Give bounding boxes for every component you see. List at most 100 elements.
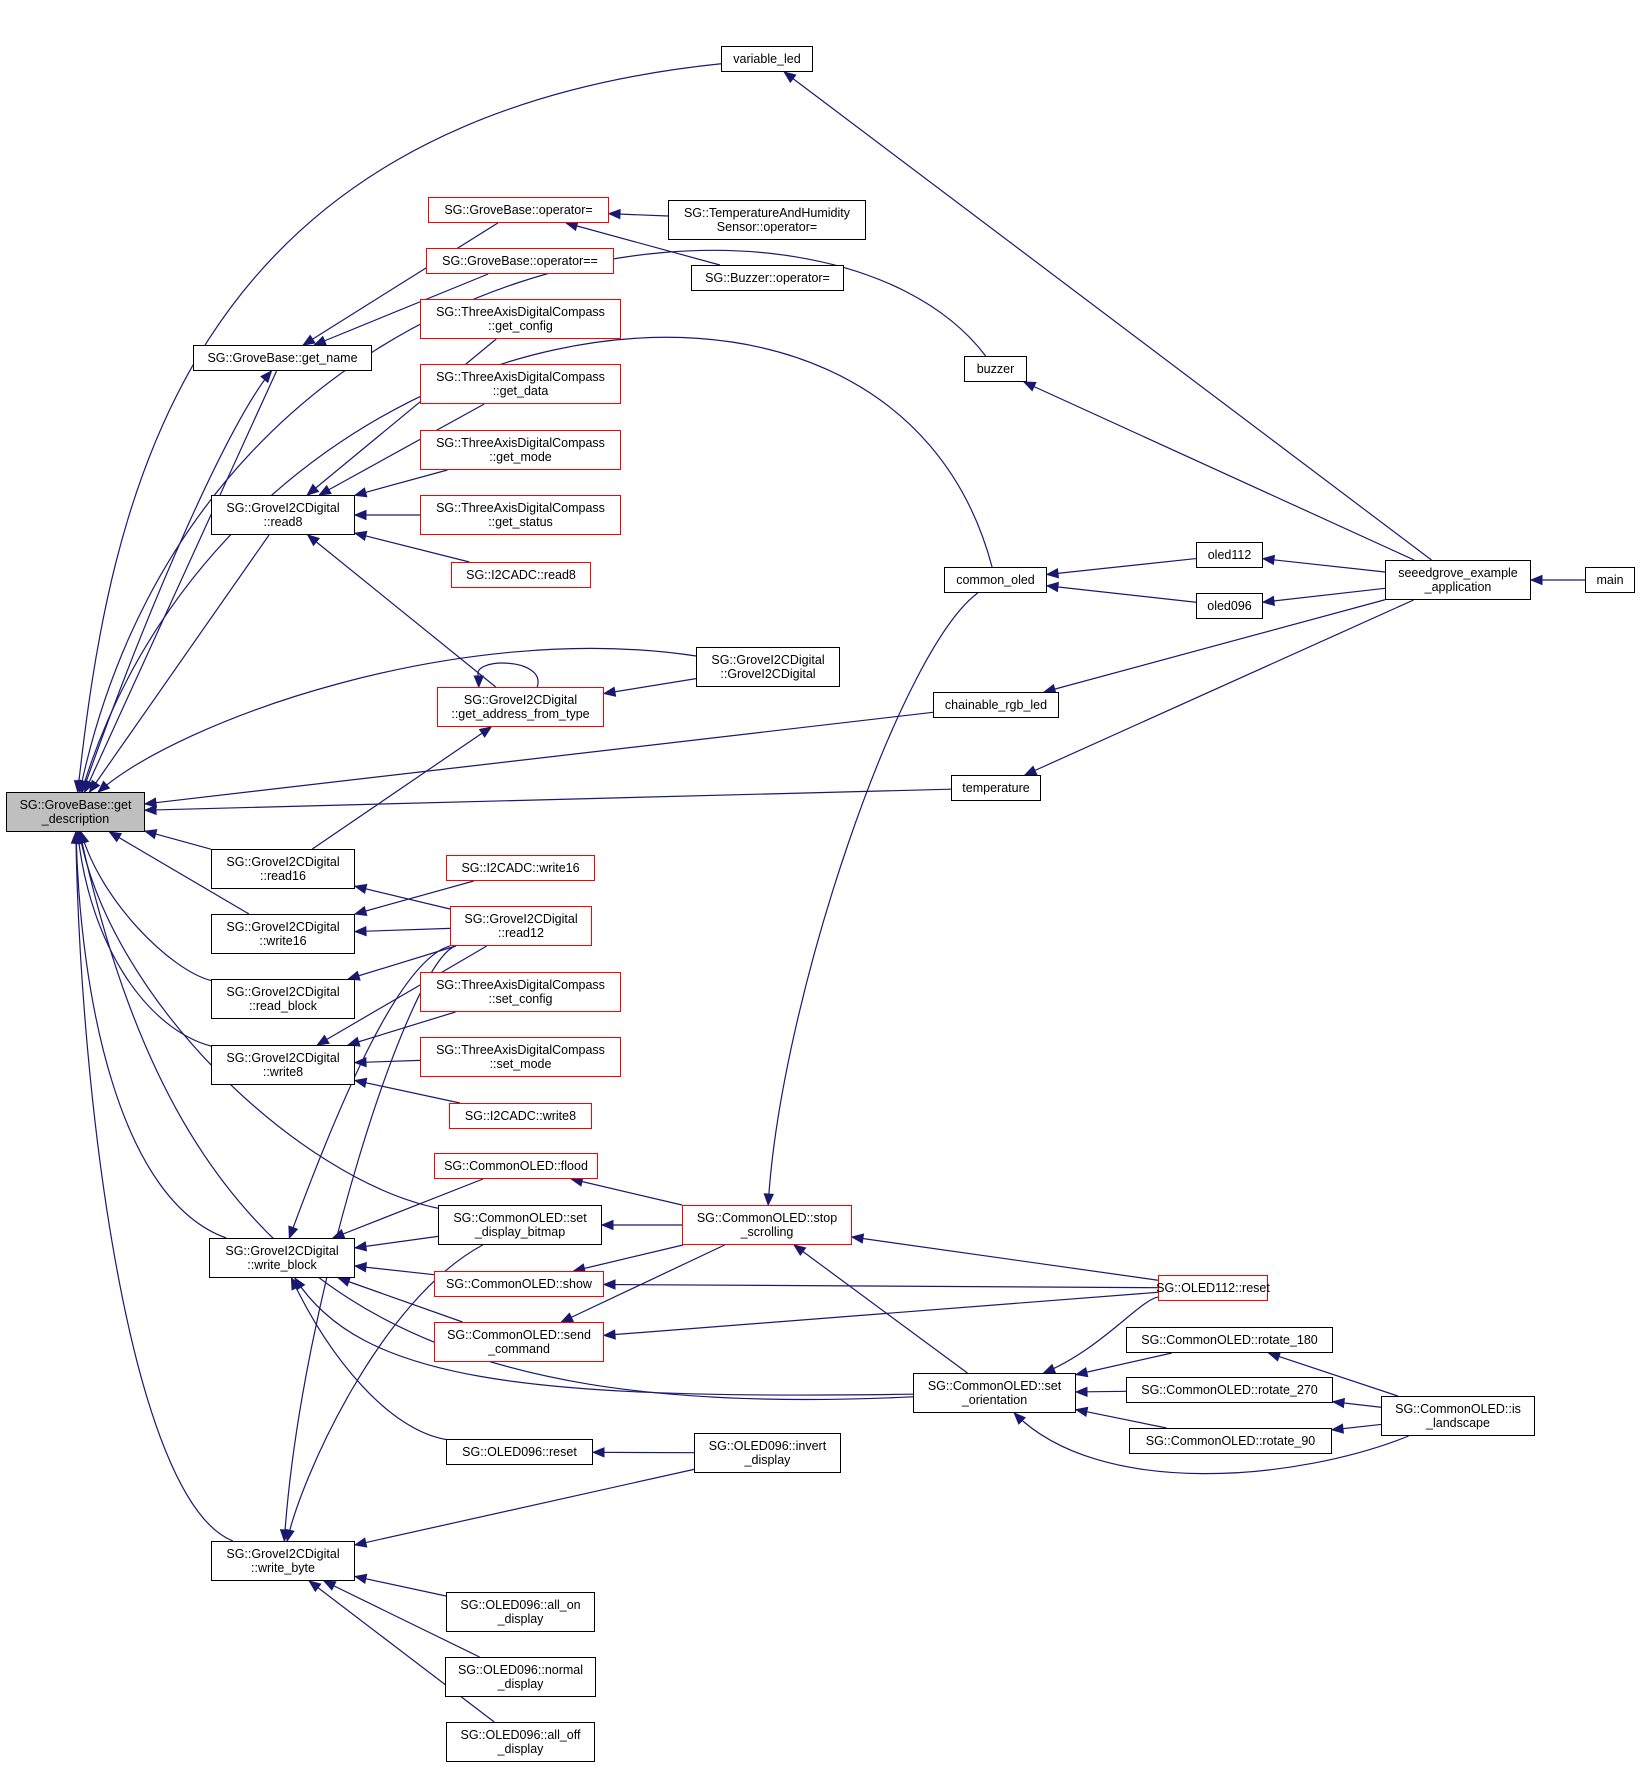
edge-line <box>75 831 227 1239</box>
edge-line <box>80 336 993 793</box>
arrowhead-icon <box>306 534 320 547</box>
node-label: SG::CommonOLED::rotate_270 <box>1141 1383 1318 1397</box>
graph-node-write-block[interactable]: SG::GroveI2CDigital ::write_block <box>209 1238 355 1278</box>
edge-line <box>354 1235 439 1249</box>
graph-node-main[interactable]: main <box>1585 567 1635 593</box>
graph-node-gb-op-eq[interactable]: SG::GroveBase::operator== <box>426 248 614 274</box>
graph-edge-invert-display-to-oled096-reset <box>591 1447 695 1458</box>
graph-node-get-description[interactable]: SG::GroveBase::get _description <box>6 792 145 832</box>
graph-edge-th-op-assign-to-gb-op-assign <box>607 208 669 220</box>
graph-node-all-off-display[interactable]: SG::OLED096::all_off _display <box>446 1722 595 1762</box>
node-label: SG::OLED112::reset <box>1156 1281 1270 1295</box>
graph-edge-oled096-reset-to-write-block <box>290 1276 447 1441</box>
edge-line <box>477 662 539 688</box>
graph-node-oled112[interactable]: oled112 <box>1196 542 1263 568</box>
arrowhead-icon <box>1042 1363 1057 1374</box>
graph-node-common-oled[interactable]: common_oled <box>944 567 1047 593</box>
edge-line <box>1046 585 1197 603</box>
edge-line <box>347 1011 456 1046</box>
graph-node-get-name[interactable]: SG::GroveBase::get_name <box>193 345 372 371</box>
graph-node-write16[interactable]: SG::GroveI2CDigital ::write16 <box>211 914 355 954</box>
graph-node-normal-display[interactable]: SG::OLED096::normal _display <box>445 1657 596 1697</box>
graph-node-gi2c-ctor[interactable]: SG::GroveI2CDigital ::GroveI2CDigital <box>696 647 840 687</box>
graph-node-chainable-rgb-led[interactable]: chainable_rgb_led <box>933 692 1059 718</box>
graph-node-buzzer-op-assign[interactable]: SG::Buzzer::operator= <box>691 265 844 291</box>
graph-node-all-on-display[interactable]: SG::OLED096::all_on _display <box>446 1592 595 1632</box>
graph-node-set-display-bitmap[interactable]: SG::CommonOLED::set _display_bitmap <box>438 1205 602 1245</box>
graph-node-variable-led[interactable]: variable_led <box>721 46 813 72</box>
graph-node-read8[interactable]: SG::GroveI2CDigital ::read8 <box>211 495 355 535</box>
edge-line <box>323 1580 480 1658</box>
graph-node-buzzer[interactable]: buzzer <box>964 356 1027 382</box>
graph-node-th-op-assign[interactable]: SG::TemperatureAndHumidity Sensor::opera… <box>668 200 866 240</box>
graph-node-read12[interactable]: SG::GroveI2CDigital ::read12 <box>450 906 592 946</box>
graph-node-write8[interactable]: SG::GroveI2CDigital ::write8 <box>211 1045 355 1085</box>
node-label: SG::CommonOLED::stop _scrolling <box>696 1211 838 1239</box>
graph-edge-stop-scrolling-to-send-command <box>560 1244 725 1323</box>
arrowhead-icon <box>1045 581 1060 593</box>
graph-node-oled112-reset[interactable]: SG::OLED112::reset <box>1156 1275 1270 1301</box>
node-label: oled112 <box>1207 548 1252 562</box>
edge-line <box>573 1244 684 1272</box>
edge-line <box>1024 599 1414 776</box>
edge-line <box>354 1079 461 1104</box>
graph-node-rotate-270[interactable]: SG::CommonOLED::rotate_270 <box>1126 1377 1333 1403</box>
graph-node-read16[interactable]: SG::GroveI2CDigital ::read16 <box>211 849 355 889</box>
arrowhead-icon <box>353 1573 368 1585</box>
graph-node-gb-op-assign[interactable]: SG::GroveBase::operator= <box>428 197 609 223</box>
graph-node-is-landscape[interactable]: SG::CommonOLED::is _landscape <box>1381 1396 1535 1436</box>
arrowhead-icon <box>316 1034 330 1046</box>
graph-node-i2cadc-read8[interactable]: SG::I2CADC::read8 <box>451 562 591 588</box>
arrowhead-icon <box>1261 554 1276 566</box>
node-label: SG::GroveBase::get _description <box>19 798 132 826</box>
graph-node-oled096[interactable]: oled096 <box>1196 593 1263 619</box>
graph-edge-rotate-180-to-set-orientation <box>1074 1352 1172 1378</box>
graph-edge-read-block-to-get-description <box>79 830 212 982</box>
node-label: SG::OLED096::invert _display <box>708 1439 827 1467</box>
edge-line <box>332 1178 484 1239</box>
node-label: common_oled <box>956 573 1035 587</box>
graph-node-write-byte[interactable]: SG::GroveI2CDigital ::write_byte <box>211 1541 355 1581</box>
arrowhead-icon <box>600 1219 614 1231</box>
graph-node-temperature[interactable]: temperature <box>951 775 1041 801</box>
graph-node-tadc-get-mode[interactable]: SG::ThreeAxisDigitalCompass ::get_mode <box>420 430 621 470</box>
arrowhead-icon <box>1022 381 1037 392</box>
graph-node-get-address-from-type[interactable]: SG::GroveI2CDigital ::get_address_from_t… <box>437 687 604 727</box>
node-label: SG::CommonOLED::set _orientation <box>927 1379 1062 1407</box>
graph-node-tadc-set-mode[interactable]: SG::ThreeAxisDigitalCompass ::set_mode <box>420 1037 621 1077</box>
graph-node-i2cadc-write16[interactable]: SG::I2CADC::write16 <box>446 855 595 881</box>
graph-edge-read12-to-write-block <box>288 945 451 1240</box>
graph-node-show[interactable]: SG::CommonOLED::show <box>434 1271 604 1297</box>
node-label: SG::GroveI2CDigital ::get_address_from_t… <box>451 693 590 721</box>
graph-node-invert-display[interactable]: SG::OLED096::invert _display <box>694 1433 841 1473</box>
graph-node-stop-scrolling[interactable]: SG::CommonOLED::stop _scrolling <box>682 1205 852 1245</box>
graph-node-tadc-get-data[interactable]: SG::ThreeAxisDigitalCompass ::get_data <box>420 364 621 404</box>
arrowhead-icon <box>353 530 368 542</box>
graph-node-oled096-reset[interactable]: SG::OLED096::reset <box>446 1439 593 1465</box>
arrowhead-icon <box>353 1537 368 1548</box>
graph-node-seeedgrove-app[interactable]: seeedgrove_example _application <box>1385 560 1531 600</box>
graph-node-rotate-90[interactable]: SG::CommonOLED::rotate_90 <box>1129 1428 1332 1454</box>
edge-line <box>338 1277 463 1323</box>
graph-node-send-command[interactable]: SG::CommonOLED::send _command <box>434 1322 604 1362</box>
arrowhead-icon <box>1331 1397 1346 1409</box>
arrowhead-icon <box>318 484 332 496</box>
edge-line <box>302 222 499 346</box>
graph-node-tadc-get-status[interactable]: SG::ThreeAxisDigitalCompass ::get_status <box>420 495 621 535</box>
edge-line <box>354 1575 447 1597</box>
node-label: SG::OLED096::all_off _display <box>460 1728 581 1756</box>
graph-node-flood[interactable]: SG::CommonOLED::flood <box>434 1153 598 1179</box>
graph-node-read-block[interactable]: SG::GroveI2CDigital ::read_block <box>211 979 355 1019</box>
graph-edge-oled112-reset-to-send-command <box>602 1291 1159 1340</box>
node-label: SG::GroveI2CDigital ::write_block <box>225 1244 339 1272</box>
graph-node-tadc-get-config[interactable]: SG::ThreeAxisDigitalCompass ::get_config <box>420 299 621 339</box>
arrowhead-icon <box>1074 1386 1088 1398</box>
graph-edge-tadc-get-mode-to-read8 <box>353 469 448 498</box>
graph-node-i2cadc-write8[interactable]: SG::I2CADC::write8 <box>449 1103 592 1129</box>
node-label: SG::ThreeAxisDigitalCompass ::get_config <box>436 305 605 333</box>
graph-node-tadc-set-config[interactable]: SG::ThreeAxisDigitalCompass ::set_config <box>420 972 621 1012</box>
node-label: main <box>1596 573 1624 587</box>
arrowhead-icon <box>763 1193 775 1207</box>
graph-node-set-orientation[interactable]: SG::CommonOLED::set _orientation <box>913 1373 1076 1413</box>
graph-node-rotate-180[interactable]: SG::CommonOLED::rotate_180 <box>1126 1327 1333 1353</box>
